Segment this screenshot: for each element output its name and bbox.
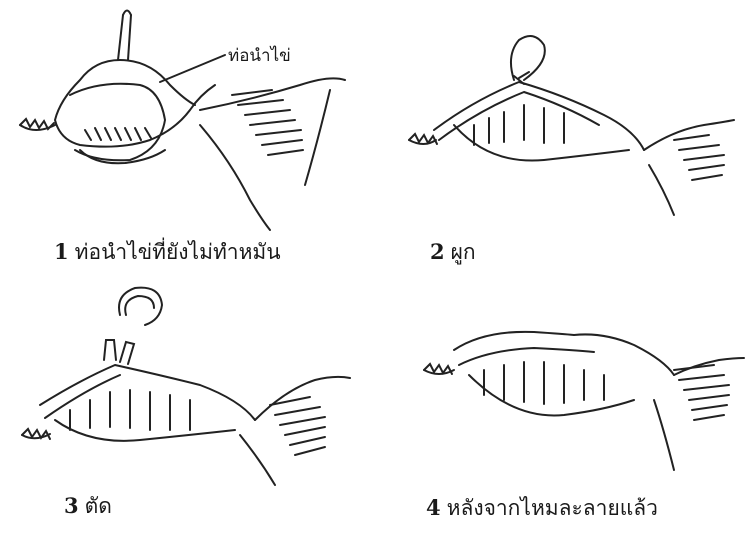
- uterine-tube-drawing-1: [0, 0, 374, 240]
- uterine-tube-drawing-2: [374, 0, 748, 240]
- caption-number-3: 3: [64, 493, 79, 518]
- caption-number-2: 2: [430, 239, 445, 264]
- caption-text-2: ผูก: [451, 240, 476, 264]
- tube-label: ท่อนำไข่: [228, 42, 291, 69]
- caption-text-4: หลังจากไหมละลายแล้ว: [447, 496, 658, 520]
- caption-number-4: 4: [426, 495, 441, 520]
- caption-text-3: ตัด: [85, 494, 112, 518]
- caption-number-1: 1: [54, 239, 69, 264]
- caption-text-1: ท่อนำไข่ที่ยังไม่ทำหมัน: [75, 240, 281, 264]
- uterine-tube-drawing-3: [0, 270, 374, 534]
